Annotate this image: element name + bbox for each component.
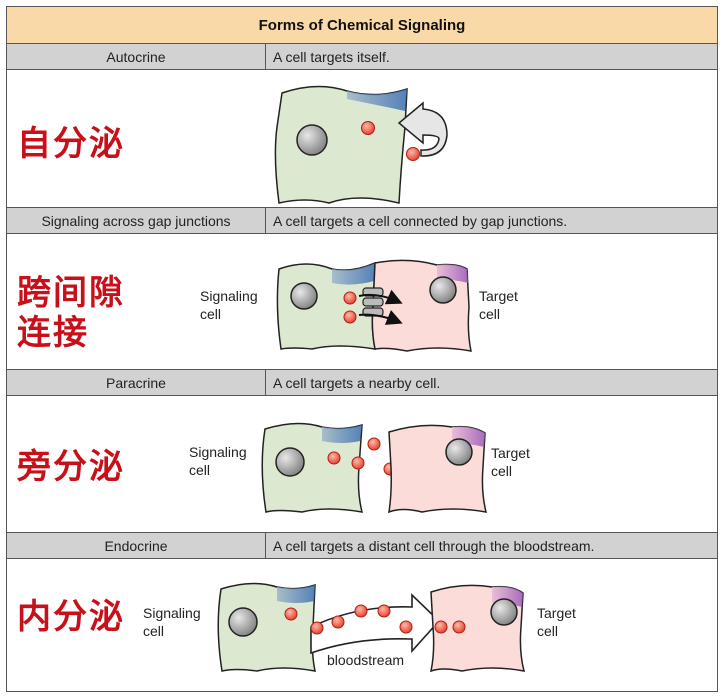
- row-name: Endocrine: [7, 533, 266, 558]
- chinese-label-paracrine: 旁分泌: [17, 447, 125, 487]
- nucleus: [275, 447, 305, 477]
- target-cell-label: Target: [479, 288, 518, 304]
- nucleus: [445, 438, 473, 466]
- signal-molecule: [351, 456, 365, 470]
- autocrine-illustration: [274, 85, 448, 204]
- row-name: Autocrine: [7, 44, 266, 69]
- signaling-cell-label: Signaling: [189, 444, 247, 460]
- signal-molecule: [434, 620, 448, 634]
- nucleus: [429, 276, 457, 304]
- signal-molecule: [354, 604, 368, 618]
- target-cell: [371, 259, 472, 352]
- signal-molecule: [327, 451, 341, 465]
- signaling-cell: [276, 261, 376, 350]
- signaling-cell-label: cell: [143, 623, 164, 639]
- illustrations: Signaling cell Target cell: [143, 85, 576, 673]
- signaling-cell: [274, 85, 408, 204]
- nucleus: [490, 598, 518, 626]
- target-cell-label: cell: [537, 623, 558, 639]
- row-header-gap-junctions: Signaling across gap junctions A cell ta…: [7, 207, 717, 234]
- bloodstream-label: bloodstream: [327, 652, 404, 668]
- chinese-label-autocrine: 自分泌: [17, 124, 125, 164]
- chinese-label-gap-line2: 连接: [17, 313, 89, 353]
- arrow-icon: [358, 289, 403, 305]
- endocrine-illustration: Signaling cell bloodstream Target c: [143, 582, 576, 673]
- signal-molecule: [452, 620, 466, 634]
- arrow-icon: [358, 310, 403, 325]
- signal-molecule: [406, 147, 420, 161]
- row-header-paracrine: Paracrine A cell targets a nearby cell.: [7, 369, 717, 396]
- signal-molecule: [310, 621, 324, 635]
- signaling-cell-label: cell: [189, 462, 210, 478]
- row-name: Paracrine: [7, 370, 266, 395]
- row-description: A cell targets a distant cell through th…: [273, 537, 595, 554]
- nucleus: [290, 282, 318, 310]
- gap-junction-illustration: Signaling cell Target cell: [200, 259, 518, 352]
- row-description: A cell targets a cell connected by gap j…: [273, 212, 568, 229]
- row-description: A cell targets a nearby cell.: [273, 374, 441, 391]
- signal-molecule: [284, 607, 298, 621]
- nucleus: [228, 607, 258, 637]
- signal-molecule: [343, 310, 357, 324]
- nucleus: [296, 124, 328, 156]
- signal-molecule: [331, 615, 345, 629]
- signaling-cell-label: cell: [200, 306, 221, 322]
- signaling-cell: [217, 582, 316, 672]
- signal-molecule: [399, 620, 413, 634]
- signal-molecule: [367, 437, 381, 451]
- row-header-endocrine: Endocrine A cell targets a distant cell …: [7, 532, 717, 559]
- signal-molecule: [377, 604, 391, 618]
- row-name: Signaling across gap junctions: [7, 208, 266, 233]
- paracrine-illustration: Signaling cell Target cell: [189, 422, 530, 514]
- target-cell: [388, 424, 488, 514]
- chinese-label-endocrine: 内分泌: [17, 597, 125, 637]
- chinese-label-gap-line1: 跨间隙: [17, 273, 125, 313]
- row-header-autocrine: Autocrine A cell targets itself.: [7, 43, 717, 70]
- signaling-cell-label: Signaling: [143, 605, 201, 621]
- curved-arrow-icon: [397, 101, 448, 157]
- signaling-table: Forms of Chemical Signaling Autocrine A …: [6, 6, 718, 692]
- signal-molecule: [343, 291, 357, 305]
- signal-molecule: [361, 121, 375, 135]
- bloodstream-arrow-icon: [310, 593, 441, 655]
- target-cell-label: cell: [479, 306, 500, 322]
- signaling-cell: [261, 422, 364, 513]
- gap-junction-channel: [362, 287, 384, 317]
- signaling-cell-label: Signaling: [200, 288, 258, 304]
- row-description: A cell targets itself.: [273, 48, 390, 65]
- target-cell-label: cell: [491, 463, 512, 479]
- target-cell-label: Target: [491, 445, 530, 461]
- target-cell-label: Target: [537, 605, 576, 621]
